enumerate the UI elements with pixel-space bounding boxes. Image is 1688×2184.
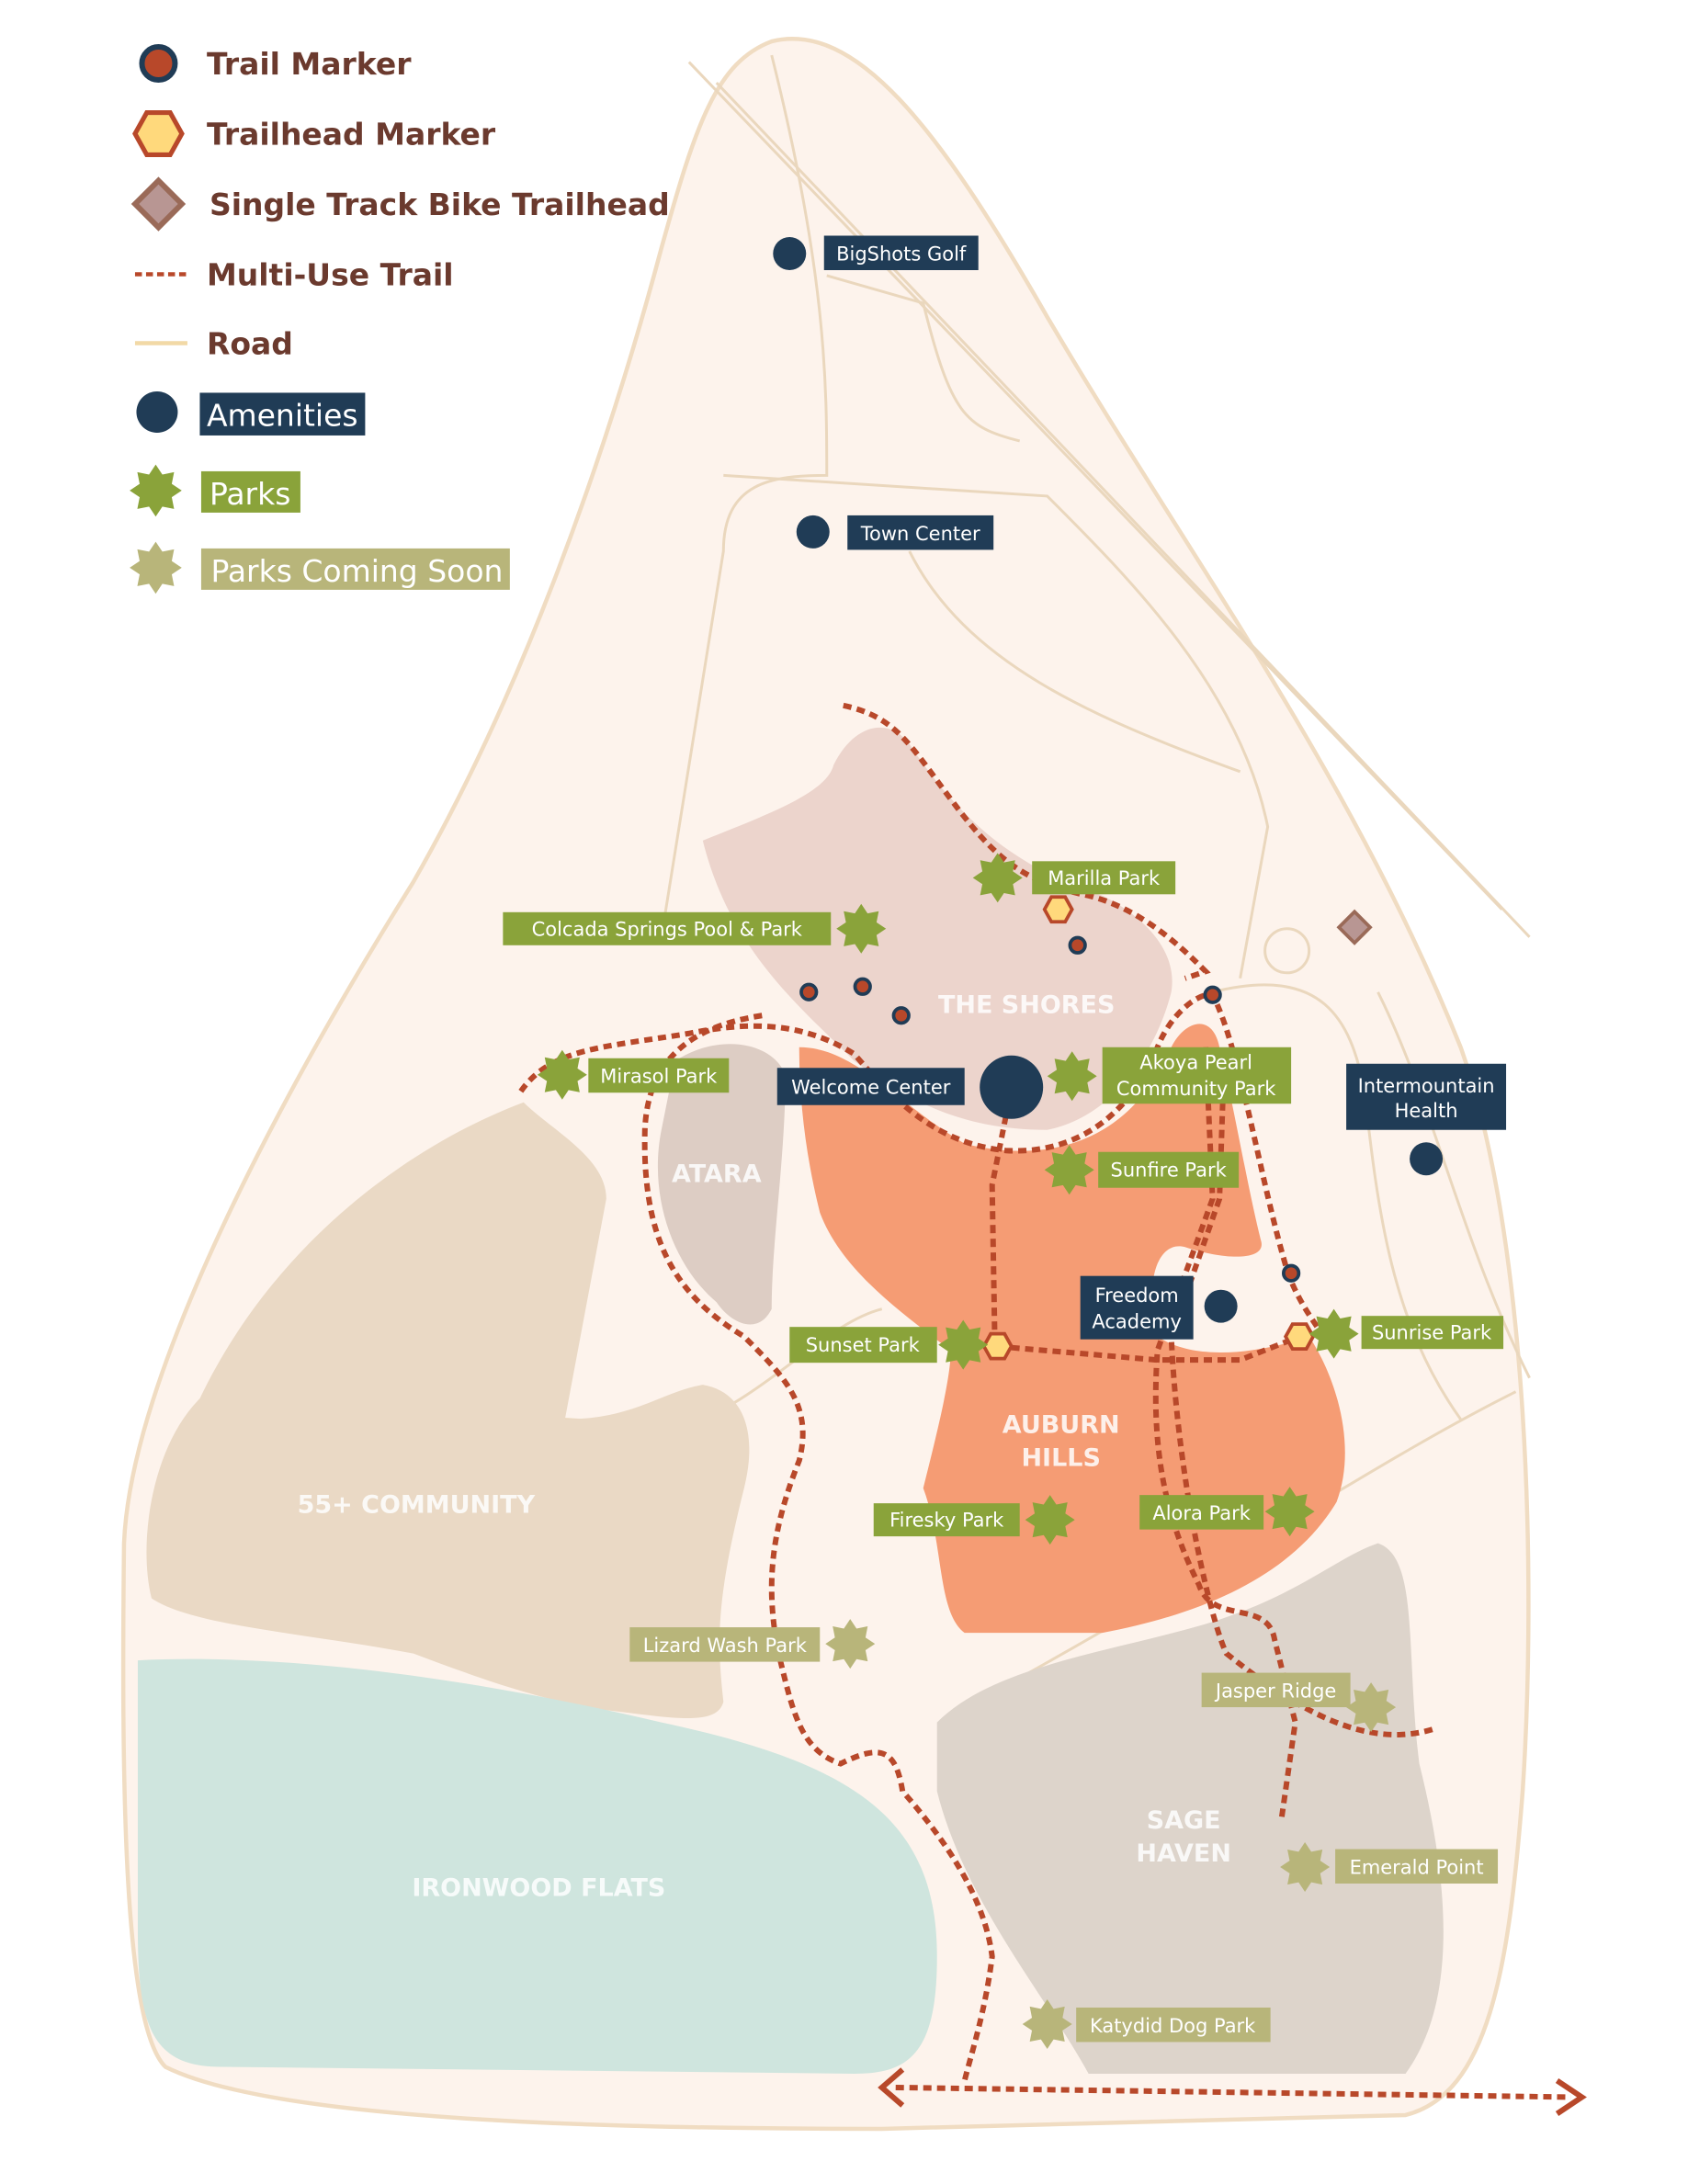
jasper-text: Jasper Ridge [1214,1680,1336,1703]
bigshots-golf-text: BigShots Golf [836,243,967,265]
park-star-icon[interactable] [938,1319,989,1370]
trailhead-marker-icon[interactable] [1042,895,1074,924]
emerald-text: Emerald Point [1350,1857,1484,1879]
park-label-marilla[interactable] [1032,861,1176,895]
park-soon-star-icon[interactable] [1280,1842,1331,1893]
area-55-community [146,1102,750,1719]
trailhead-marker-icon[interactable] [981,1331,1014,1361]
legend: Trail Marker Trailhead Marker Single Tra… [130,44,670,594]
park-soon-star-icon [130,541,182,594]
area-label-ironwood-flats: IRONWOOD FLATS [412,1874,665,1903]
amenity-dot-icon[interactable] [796,515,830,549]
park-label-sunfire[interactable] [1098,1151,1240,1188]
trailhead-marker-icon[interactable] [1284,1322,1315,1352]
park-soon-star-icon[interactable] [1346,1682,1397,1733]
amenity-label-town-center[interactable] [847,515,994,550]
legend-amenities: Amenities [207,397,358,433]
amenity-dot-icon[interactable] [773,237,807,270]
park-label-jasper-ridge[interactable] [1201,1672,1351,1708]
firesky-text: Firesky Park [889,1510,1004,1532]
intermountain-text-2: Health [1395,1100,1458,1122]
park-label-akoya[interactable] [1102,1047,1292,1104]
legend-multi-use-trail: Multi-Use Trail [207,256,454,292]
trailhead-marker-icon [135,113,182,155]
akoya-text-2: Community Park [1116,1078,1276,1100]
amenity-dot-icon[interactable] [1410,1142,1444,1176]
park-label-lizard-wash[interactable] [629,1627,821,1662]
park-label-emerald-point[interactable] [1335,1849,1499,1884]
legend-bike-trailhead: Single Track Bike Trailhead [210,187,670,222]
trail-marker-icon [139,44,178,84]
amenity-dot-icon[interactable] [1204,1289,1238,1323]
park-label-alora[interactable] [1139,1495,1264,1530]
area-label-sage-haven: SAGE [1147,1806,1221,1835]
park-star-icon[interactable] [537,1049,587,1100]
park-star-icon[interactable] [1047,1051,1097,1102]
park-star-icon[interactable] [1308,1308,1359,1359]
area-label-55-community: 55+ COMMUNITY [298,1491,536,1520]
park-star-icon [130,464,182,517]
area-label-sage-haven-2: HAVEN [1136,1839,1231,1868]
park-star-icon[interactable] [836,903,887,954]
park-soon-star-icon[interactable] [1022,1998,1072,2049]
trail-arrow-icon [878,2067,1587,2116]
area-the-shores [702,727,1173,1130]
area-label-atara: ATARA [672,1160,762,1189]
park-label-colcada[interactable] [503,911,832,945]
freedom-text-2: Academy [1092,1311,1181,1333]
sunrise-text: Sunrise Park [1372,1322,1492,1344]
area-ironwood-flats [137,1658,937,2074]
trail-marker-icon[interactable] [1068,935,1087,955]
area-label-auburn-hills: AUBURN [1003,1411,1120,1440]
colcada-text: Colcada Springs Pool & Park [532,918,803,940]
park-star-icon[interactable] [1025,1495,1075,1545]
park-star-icon[interactable] [1264,1487,1315,1537]
park-soon-star-icon[interactable] [825,1619,876,1669]
trail-marker-icon[interactable] [799,982,819,1001]
amenity-label-intermountain-health[interactable] [1346,1063,1507,1130]
amenity-label-freedom-academy[interactable] [1080,1275,1194,1340]
park-star-icon[interactable] [1044,1145,1094,1195]
akoya-text-1: Akoya Pearl [1139,1052,1252,1074]
amenity-dot-icon[interactable] [980,1055,1044,1119]
area-atara [657,1044,786,1325]
amenity-dot-icon [136,390,178,433]
multi-use-trails [518,702,1587,2116]
welcome-center-text: Welcome Center [791,1077,951,1099]
trail-marker-icon[interactable] [1203,985,1222,1004]
park-label-firesky[interactable] [873,1503,1020,1537]
park-star-icon[interactable] [972,853,1023,903]
amenity-label-bigshots-golf[interactable] [823,235,979,270]
katydid-text: Katydid Dog Park [1090,2015,1256,2037]
area-label-the-shores: THE SHORES [938,990,1115,1019]
intermountain-text-1: Intermountain [1358,1075,1495,1097]
bike-trailhead-icon [130,176,187,232]
trail-marker-icon[interactable] [853,977,872,996]
park-label-sunrise[interactable] [1361,1316,1504,1350]
lizard-text: Lizard Wash Park [643,1635,808,1657]
mirasol-text: Mirasol Park [600,1066,718,1088]
freedom-text-1: Freedom [1095,1284,1179,1307]
amenity-label-welcome-center[interactable] [776,1068,965,1105]
legend-parks-coming-soon: Parks Coming Soon [210,553,503,589]
marilla-text: Marilla Park [1048,867,1161,889]
town-center-text: Town Center [860,523,980,545]
legend-parks: Parks [210,476,290,512]
legend-trailhead-marker: Trailhead Marker [207,117,496,153]
trail-marker-icon[interactable] [1281,1263,1301,1283]
sunfire-text: Sunfire Park [1111,1160,1228,1182]
area-label-auburn-hills-2: HILLS [1021,1444,1100,1473]
legend-trail-marker: Trail Marker [207,46,412,82]
park-label-katydid[interactable] [1076,2007,1271,2043]
park-label-sunset[interactable] [789,1327,937,1364]
alora-text: Alora Park [1152,1502,1251,1524]
park-label-mirasol[interactable] [588,1058,730,1093]
sunset-text: Sunset Park [806,1334,921,1356]
trail-marker-icon[interactable] [891,1006,911,1025]
legend-road: Road [207,325,293,361]
bike-trailhead-icon[interactable] [1336,909,1373,945]
